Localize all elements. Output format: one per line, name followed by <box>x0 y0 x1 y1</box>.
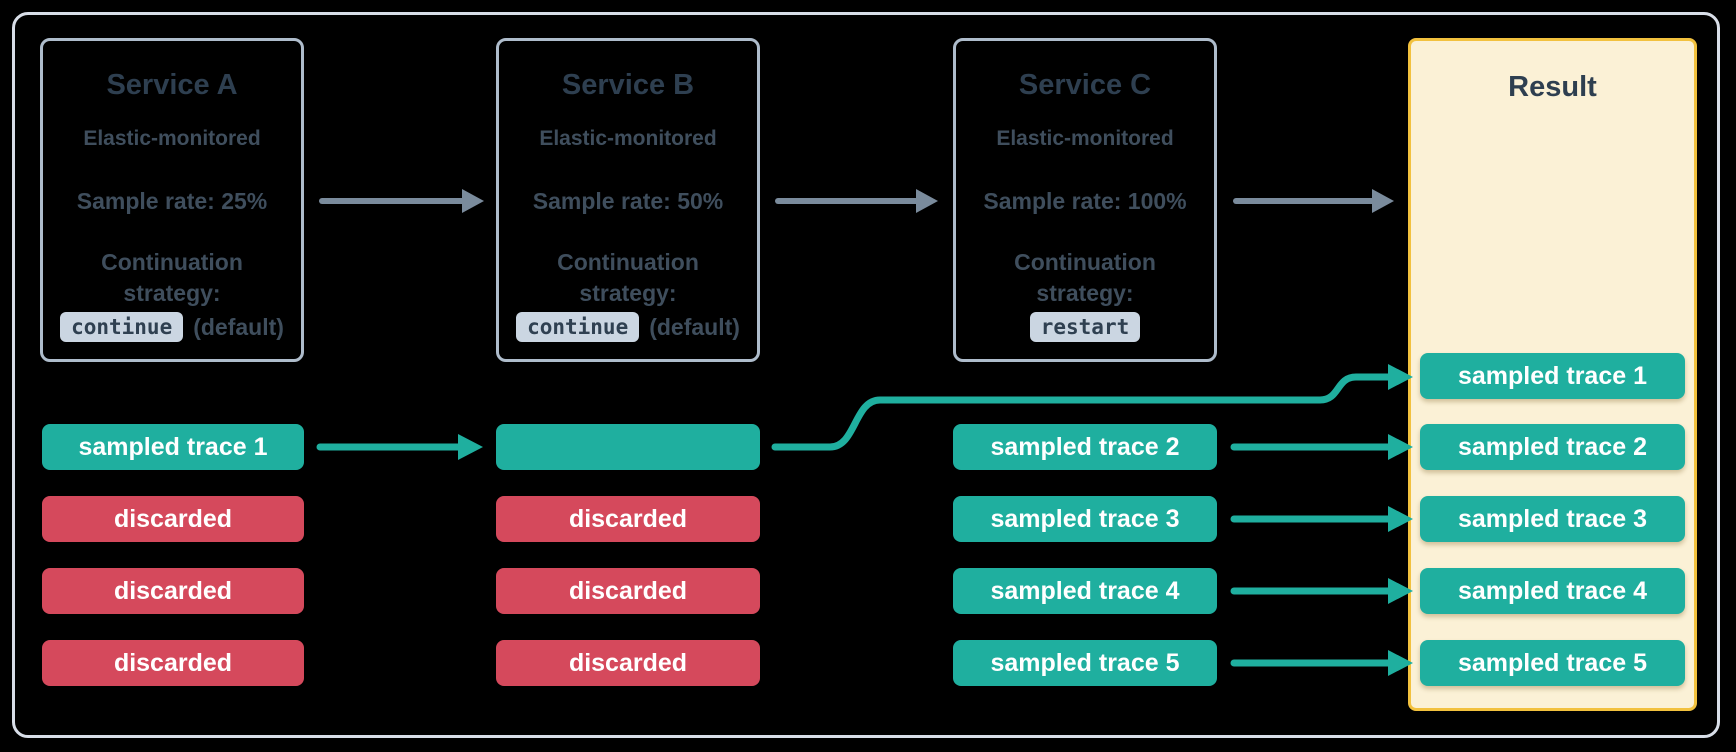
trace-label: sampled trace 5 <box>990 648 1180 677</box>
result-trace-sampled-4: sampled trace 4 <box>1420 568 1685 614</box>
service-a-strategy-note: (default) <box>193 313 284 340</box>
service-b-trace-sampled-unlabeled <box>496 424 760 470</box>
trace-label: sampled trace 3 <box>1458 504 1647 533</box>
service-b-sample-rate: Sample rate: 50% <box>532 188 724 214</box>
service-b-trace-discarded-2: discarded <box>496 568 760 614</box>
service-a-title: Service A <box>106 69 238 101</box>
service-box-a: Service A Elastic-monitored Sample rate:… <box>40 38 304 362</box>
service-c-strategy-row: restart <box>956 309 1214 345</box>
service-a-continuation-line2: strategy: <box>123 280 221 306</box>
service-c-trace-sampled-5: sampled trace 5 <box>953 640 1217 686</box>
result-trace-sampled-1: sampled trace 1 <box>1420 353 1685 399</box>
trace-label: sampled trace 2 <box>990 432 1180 461</box>
service-a-monitoring: Elastic-monitored <box>83 127 261 150</box>
service-b-strategy-note: (default) <box>649 313 740 340</box>
result-trace-sampled-5: sampled trace 5 <box>1420 640 1685 686</box>
trace-label: discarded <box>568 576 688 605</box>
service-c-sample-rate: Sample rate: 100% <box>983 188 1187 214</box>
service-c-trace-sampled-3: sampled trace 3 <box>953 496 1217 542</box>
service-b-continuation-line1: Continuation <box>557 249 699 275</box>
trace-label: sampled trace 5 <box>1458 648 1647 677</box>
service-c-trace-sampled-2: sampled trace 2 <box>953 424 1217 470</box>
service-b-monitoring: Elastic-monitored <box>539 127 717 150</box>
trace-label: sampled trace 4 <box>990 576 1180 605</box>
service-a-strategy-badge: continue <box>60 312 184 342</box>
service-a-sample-rate: Sample rate: 25% <box>76 188 268 214</box>
service-a-continuation-label: Continuation strategy: <box>43 247 301 309</box>
service-a-strategy-row: continue (default) <box>43 309 301 345</box>
service-b-trace-discarded-1: discarded <box>496 496 760 542</box>
service-box-c: Service C Elastic-monitored Sample rate:… <box>953 38 1217 362</box>
service-a-trace-sampled-1: sampled trace 1 <box>42 424 304 470</box>
trace-label: sampled trace 4 <box>1458 576 1647 605</box>
service-c-monitoring: Elastic-monitored <box>996 127 1174 150</box>
outer-frame <box>12 12 1720 738</box>
result-trace-sampled-2: sampled trace 2 <box>1420 424 1685 470</box>
trace-label: sampled trace 2 <box>1458 432 1647 461</box>
service-box-b: Service B Elastic-monitored Sample rate:… <box>496 38 760 362</box>
service-a-continuation-line1: Continuation <box>101 249 243 275</box>
trace-label: sampled trace 3 <box>990 504 1180 533</box>
trace-label: sampled trace 1 <box>1458 361 1647 390</box>
service-a-trace-discarded-2: discarded <box>42 568 304 614</box>
trace-label: discarded <box>568 504 688 533</box>
service-c-strategy-badge: restart <box>1029 312 1141 342</box>
service-b-strategy-row: continue (default) <box>499 309 757 345</box>
trace-label: sampled trace 1 <box>78 432 268 461</box>
service-c-continuation-label: Continuation strategy: <box>956 247 1214 309</box>
service-b-continuation-label: Continuation strategy: <box>499 247 757 309</box>
service-b-title: Service B <box>561 69 695 101</box>
result-title: Result <box>1508 71 1597 103</box>
service-b-continuation-line2: strategy: <box>579 280 677 306</box>
service-c-continuation-line2: strategy: <box>1036 280 1134 306</box>
result-trace-sampled-3: sampled trace 3 <box>1420 496 1685 542</box>
service-c-title: Service C <box>1018 69 1152 101</box>
trace-label: discarded <box>113 576 233 605</box>
service-c-continuation-line1: Continuation <box>1014 249 1156 275</box>
service-a-trace-discarded-1: discarded <box>42 496 304 542</box>
service-b-trace-discarded-3: discarded <box>496 640 760 686</box>
service-a-trace-discarded-3: discarded <box>42 640 304 686</box>
service-c-trace-sampled-4: sampled trace 4 <box>953 568 1217 614</box>
trace-label: discarded <box>113 504 233 533</box>
trace-label: discarded <box>113 648 233 677</box>
trace-label: discarded <box>568 648 688 677</box>
service-b-strategy-badge: continue <box>516 312 640 342</box>
